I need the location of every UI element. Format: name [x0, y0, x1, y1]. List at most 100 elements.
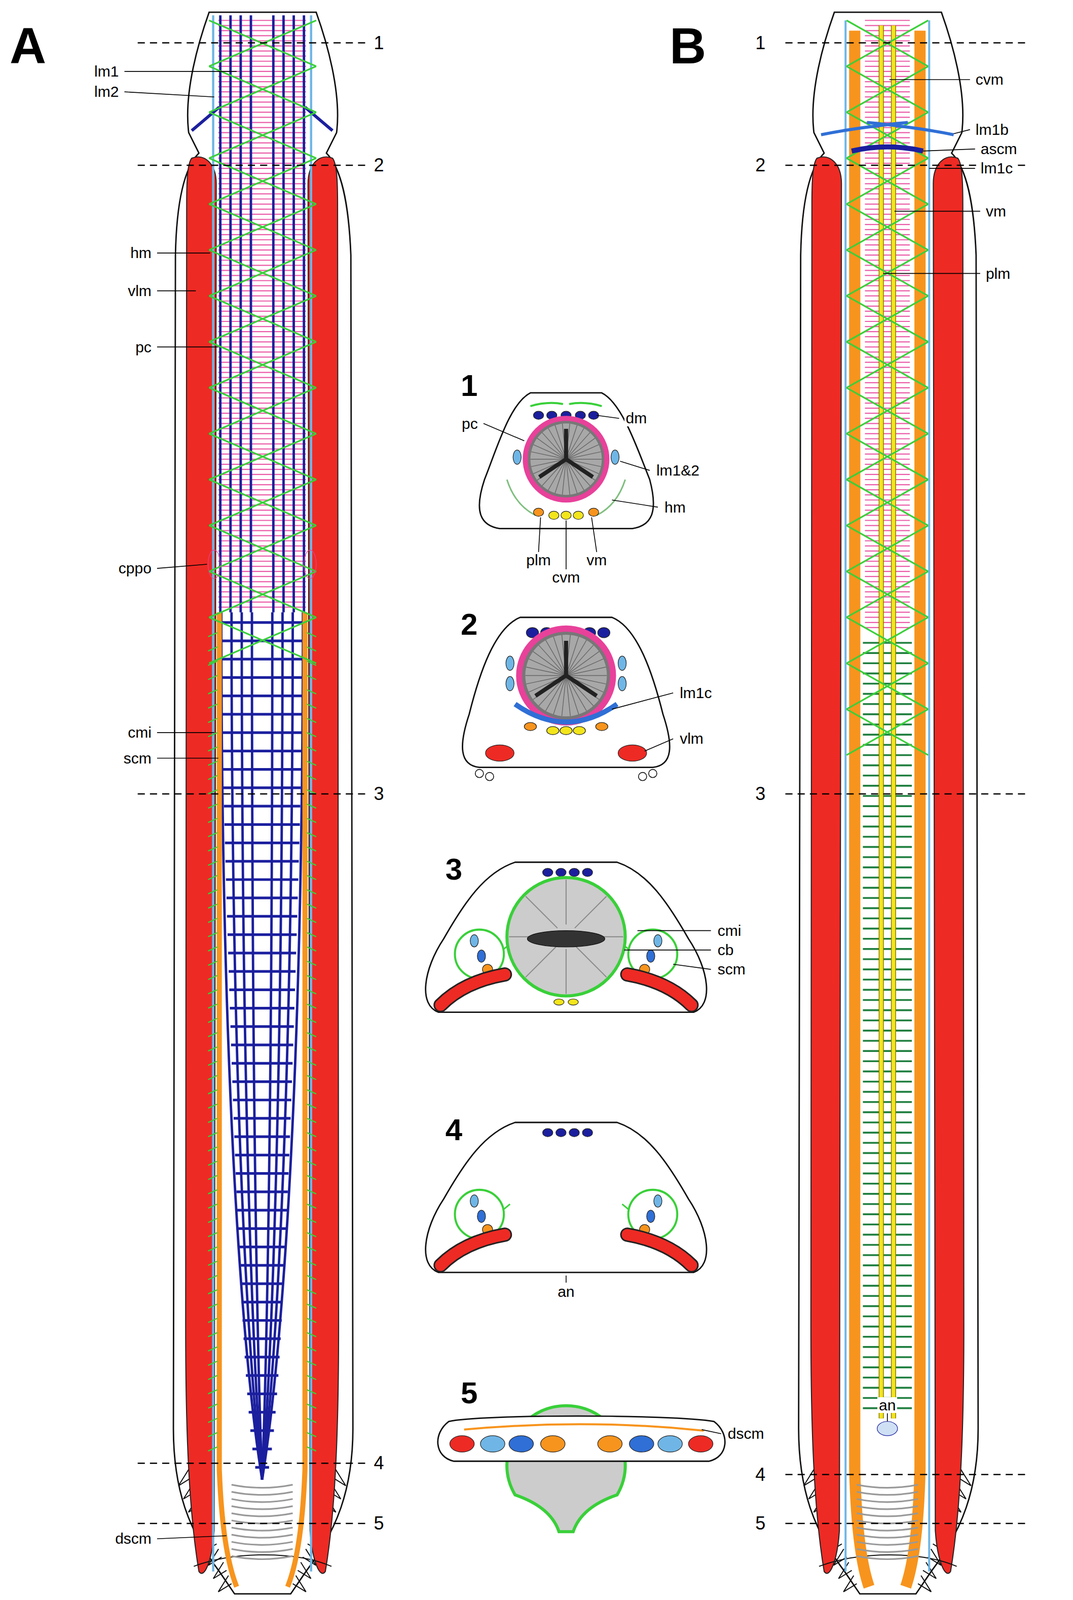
cmi-tick — [208, 646, 218, 651]
longitudinal-muscle — [928, 20, 931, 1571]
circular-muscle — [846, 525, 929, 572]
pharynx-stripe — [864, 458, 910, 460]
part-label: vlm — [678, 730, 706, 747]
cmi-tick — [208, 917, 218, 922]
ladder-rung — [862, 713, 912, 716]
cmi-tick — [307, 1161, 317, 1166]
cmi-tick — [307, 675, 317, 680]
pharynx-lining — [537, 437, 567, 459]
hm-arc — [506, 479, 536, 515]
section-number: 5 — [459, 1376, 479, 1409]
lm1c-muscle — [514, 704, 617, 722]
pharynx-stripe — [864, 193, 910, 195]
transverse-muscle — [227, 933, 297, 936]
cmi-tick — [307, 689, 317, 694]
cmi-tick — [307, 903, 317, 908]
part-label: cppo — [117, 560, 154, 577]
cmi-tick — [208, 675, 218, 680]
pharynx-stripe — [864, 274, 910, 276]
pharynx-lining — [525, 675, 566, 676]
gut-fold — [565, 948, 567, 994]
leader-line — [157, 731, 215, 733]
pharynx-lining — [553, 636, 567, 676]
circular-muscle — [209, 296, 317, 343]
ladder-rung — [862, 1325, 912, 1328]
cmi-tick — [307, 875, 317, 880]
pharynx-stripe — [864, 453, 910, 455]
pharynx-stripe — [864, 284, 910, 286]
ladder-rung — [862, 1059, 912, 1062]
circular-muscle — [846, 341, 929, 388]
ladder-rung — [862, 1009, 912, 1012]
ladder-rung — [862, 886, 912, 889]
ladder-rung — [862, 988, 912, 991]
pharynx-lumen — [539, 459, 567, 477]
pharynx-stripe — [864, 111, 910, 113]
transverse-muscle — [231, 1043, 294, 1046]
pharynx — [525, 634, 607, 717]
pharynx-lumen — [535, 675, 566, 696]
ladder-rung — [862, 661, 912, 664]
diagonal-muscle — [856, 1534, 918, 1538]
circular-muscle — [846, 66, 929, 113]
gut-fold — [574, 945, 607, 978]
cmi-tick — [208, 632, 218, 637]
longitudinal-muscle — [302, 15, 306, 612]
circular-muscle — [846, 617, 929, 664]
pharynx-stripe — [864, 213, 910, 215]
cmi-tick — [307, 989, 317, 994]
diagonal-muscle — [231, 1548, 293, 1552]
gut — [506, 877, 625, 996]
pharynx-lining — [555, 425, 567, 460]
cmi-tick — [208, 689, 218, 694]
hook-muscle — [191, 106, 219, 131]
circular-muscle — [846, 662, 929, 710]
anterior-circular-muscle — [851, 146, 923, 152]
diagonal-muscle — [856, 1491, 918, 1495]
ladder-rung — [862, 1212, 912, 1215]
pharynx-stripe — [864, 504, 910, 506]
diagonal-muscle — [856, 1484, 918, 1488]
cmi-tick — [208, 746, 218, 751]
diagonal-muscle — [856, 1541, 918, 1545]
pharynx-lining — [566, 658, 604, 676]
circular-muscle — [209, 296, 317, 343]
cmi-tick — [307, 1289, 317, 1294]
transverse-muscle — [227, 914, 298, 918]
ladder-rung — [862, 845, 912, 848]
dorsal-muscle — [542, 1128, 553, 1137]
leader-line — [157, 290, 196, 292]
transverse-muscle — [221, 712, 303, 716]
diagonal-muscle — [231, 1527, 293, 1531]
longitudinal-muscle — [239, 15, 243, 612]
pharynx — [519, 628, 613, 723]
ladder-rung — [862, 1345, 912, 1348]
cmi-tick — [307, 932, 317, 937]
transverse-muscle — [223, 786, 302, 789]
cmi-tick — [208, 903, 218, 908]
level-lines — [137, 43, 1031, 1524]
cmi-tick — [208, 1146, 218, 1151]
cmi-tick — [307, 732, 317, 737]
circular-muscle — [209, 387, 317, 434]
ventrolateral-muscle — [485, 744, 514, 761]
ladder-rung — [862, 1284, 912, 1287]
ladder-rung — [862, 937, 912, 940]
diagonal-muscle — [856, 1505, 918, 1509]
pharynx-lining — [533, 651, 567, 676]
cmi-tick — [307, 1103, 317, 1108]
cmi-tick — [208, 1275, 218, 1280]
ventrolateral-muscle — [185, 156, 216, 1573]
ladder-rung — [862, 1305, 912, 1308]
leader-line — [644, 738, 674, 751]
transverse-muscle — [233, 1098, 292, 1101]
ladder-rung — [862, 1355, 912, 1358]
pharynx-stripe — [864, 336, 910, 338]
pharynx-stripe — [864, 19, 910, 21]
leader-line — [611, 692, 674, 710]
pharynx-stripe — [864, 132, 910, 134]
leader-line — [591, 516, 597, 552]
pharynx-stripe — [864, 300, 910, 302]
circular-muscle — [846, 525, 929, 572]
cmi-tick — [307, 746, 317, 751]
